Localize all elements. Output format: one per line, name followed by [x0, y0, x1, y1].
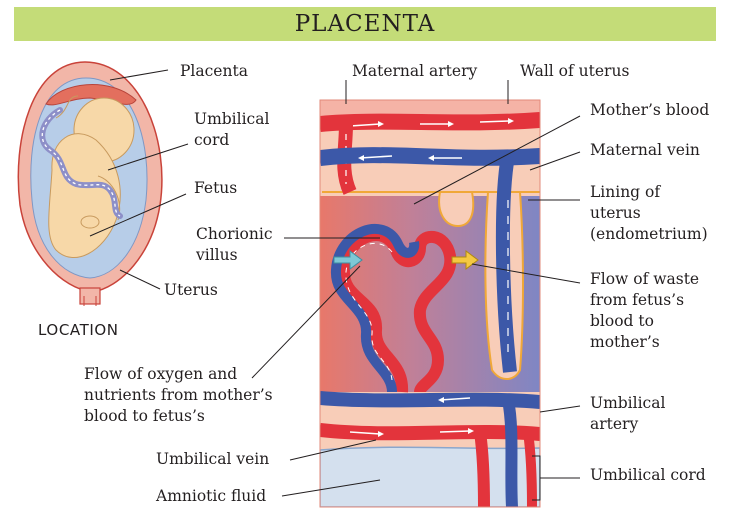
label-maternal-artery: Maternal artery — [352, 62, 478, 80]
fetus-shape — [48, 95, 135, 259]
label-umbilical-artery: Umbilical artery — [590, 394, 666, 433]
title-bar: PLACENTA — [14, 7, 716, 41]
label-maternal-vein: Maternal vein — [590, 141, 700, 159]
cervix — [79, 287, 101, 305]
umbilical-cord-vessels — [474, 431, 490, 507]
leader-lines — [89, 69, 581, 501]
label-umbilical-cord-location: Umbilical cord — [194, 110, 270, 149]
villus-artery-loop — [338, 229, 457, 394]
label-umbilical-cord: Umbilical cord — [590, 466, 706, 484]
location-caption: LOCATION — [38, 321, 119, 339]
label-umbilical-vein: Umbilical vein — [156, 450, 270, 468]
villus-vein-loop — [331, 223, 420, 393]
oxygen-flow-arrow — [333, 250, 363, 270]
label-placenta: Placenta — [180, 62, 248, 80]
label-fetus: Fetus — [194, 179, 238, 197]
label-flow-of-waste: Flow of waste from fetus’s blood to moth… — [590, 270, 700, 351]
diagram-title: PLACENTA — [294, 11, 436, 37]
label-flow-of-oxygen: Flow of oxygen and nutrients from mother… — [84, 365, 273, 425]
label-mothers-blood: Mother’s blood — [590, 101, 710, 119]
label-wall-of-uterus: Wall of uterus — [520, 62, 630, 80]
label-amniotic-fluid: Amniotic fluid — [156, 487, 267, 505]
label-uterus: Uterus — [164, 281, 218, 299]
label-chorionic-villus: Chorionic villus — [196, 225, 273, 264]
placenta-cross-section — [319, 99, 541, 508]
label-lining-of-uterus: Lining of uterus (endometrium) — [590, 183, 708, 243]
location-illustration — [17, 61, 163, 306]
